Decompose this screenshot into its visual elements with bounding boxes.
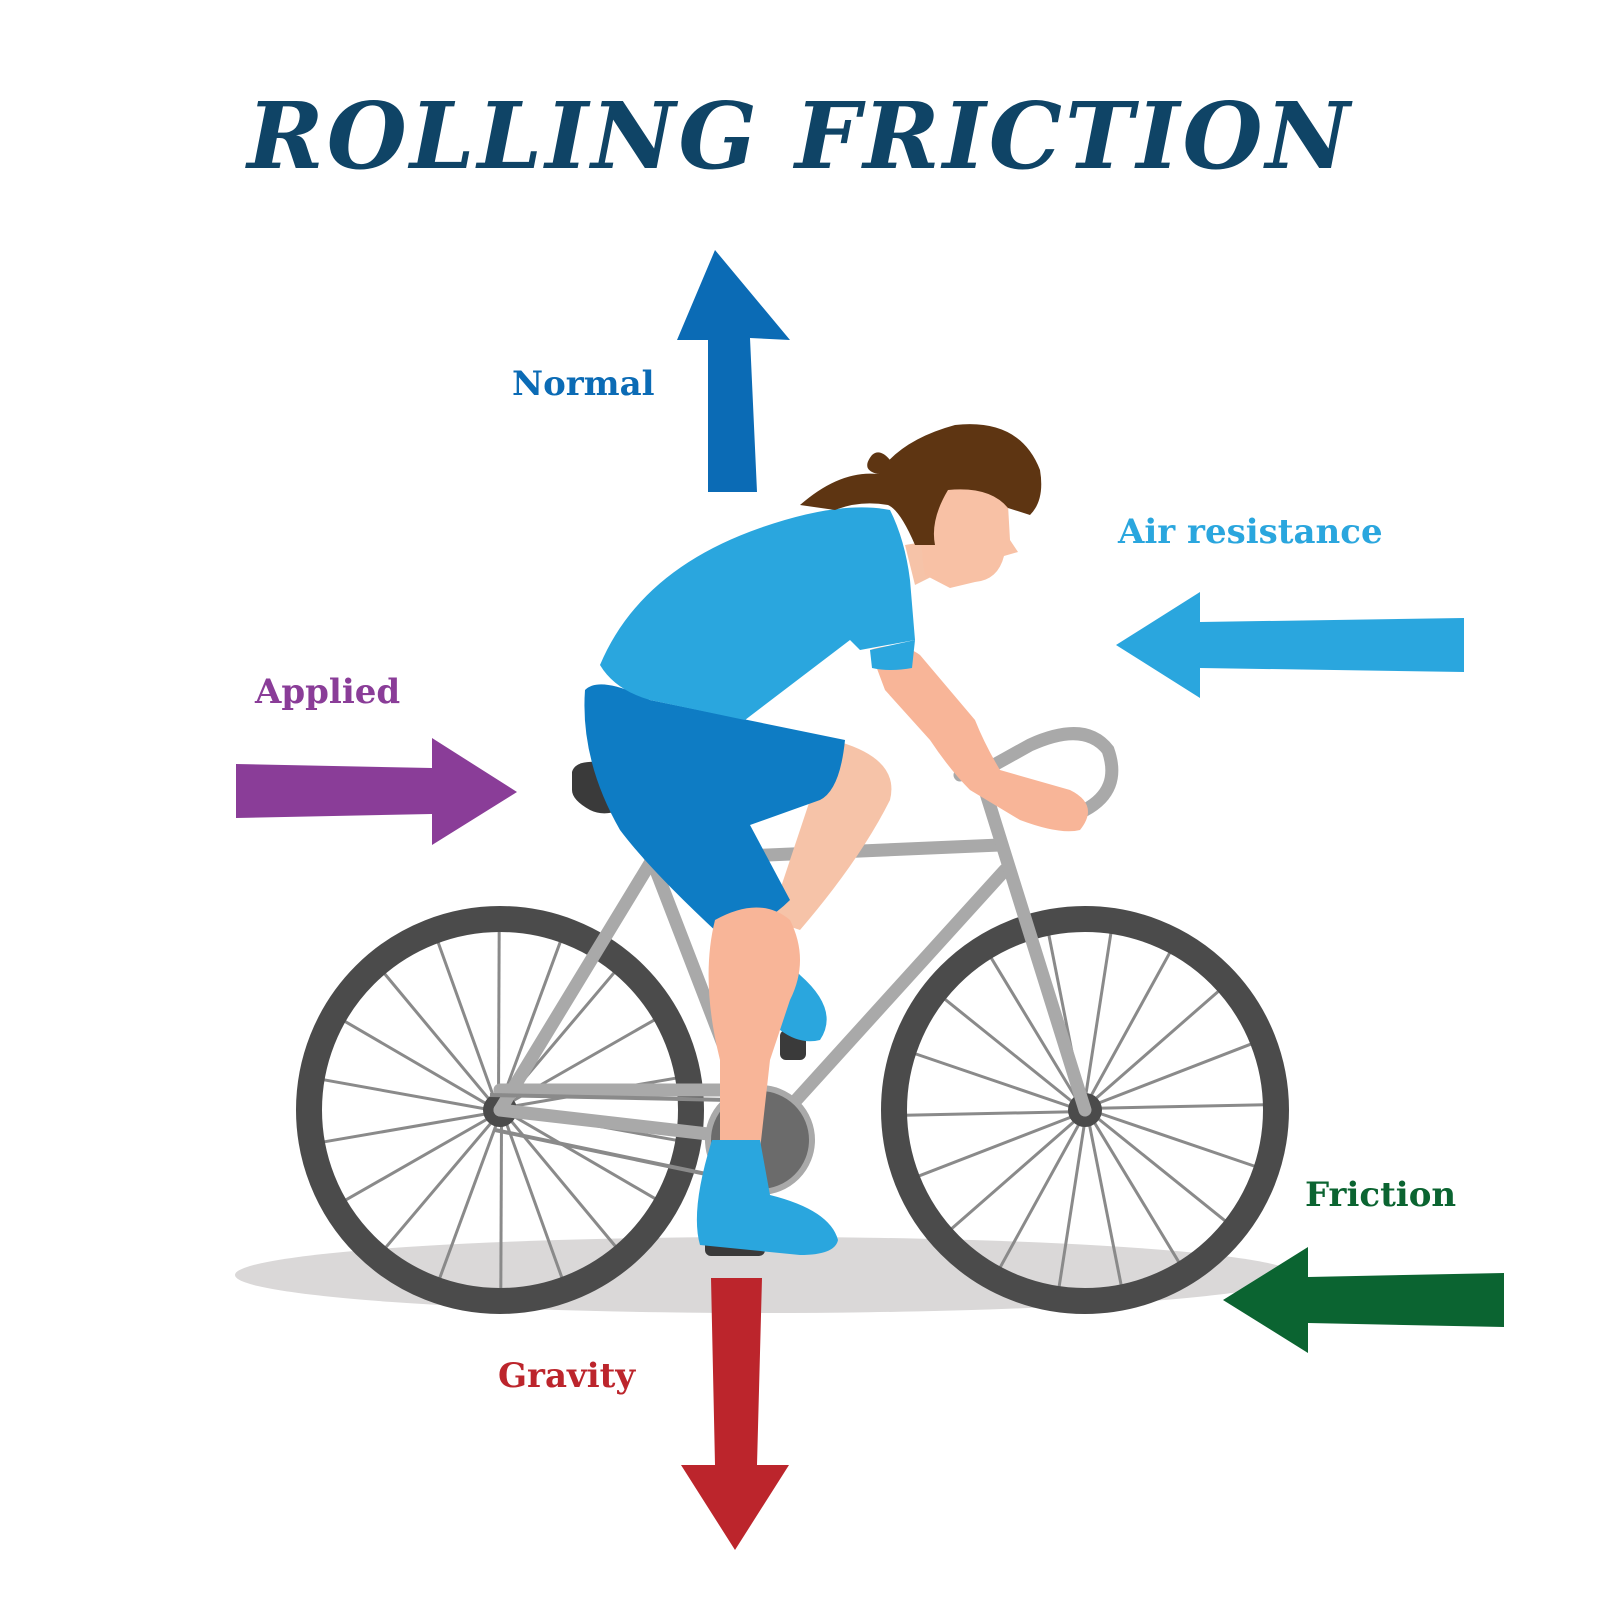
friction-force-arrow [1223,1247,1504,1353]
wheel-spoke [949,1117,1079,1231]
wheel-spoke [504,1120,564,1280]
wheel-spoke [499,1121,503,1291]
face [921,477,1018,588]
shorts [584,684,845,935]
air-resistance-force-arrow [1116,592,1464,698]
front-wheel [881,906,1289,1314]
wheel-spoke [322,1112,489,1144]
wheel-spoke [1087,1121,1123,1287]
wheel-spoke [383,1119,495,1250]
wheel-spoke [1088,950,1172,1100]
wheel-spoke [1083,931,1113,1099]
wheel-spoke [322,1078,489,1111]
diagram-title: ROLLING FRICTION [247,82,1353,190]
friction-force-label: Friction [1305,1175,1457,1215]
wheel-spoke [1096,1103,1265,1110]
wheel-spoke [382,971,493,1103]
wheel-spoke [913,1051,1074,1110]
wheel-spoke [343,1115,492,1203]
wheel-spoke [1096,1110,1257,1169]
wheel-spoke [436,940,496,1100]
wheel-spoke [1091,989,1221,1103]
front-shoe [696,1140,838,1255]
wheel-spoke [905,1110,1074,1117]
wheel-spoke [1091,1118,1181,1264]
cyclist [584,424,1088,1255]
arm [870,646,1088,832]
gravity-force-arrow [681,1278,789,1550]
applied-force-label: Applied [255,672,401,712]
gravity-force-label: Gravity [498,1356,636,1396]
wheel-spoke [342,1019,490,1107]
normal-force-label: Normal [512,364,655,404]
wheel-spoke [437,1121,499,1280]
wheel-spoke [510,1113,658,1201]
normal-force-arrow [677,250,790,492]
wheel-spoke [501,940,563,1099]
bicycle-frame [493,727,1119,1147]
air-resistance-force-label: Air resistance [1118,512,1383,552]
bicycle-chain [489,1093,736,1182]
applied-force-arrow [236,738,517,845]
shirt [600,507,915,720]
wheel-spoke [1094,1115,1228,1223]
wheel-spoke [942,997,1076,1105]
hair [800,424,1042,545]
wheel-spoke [989,956,1079,1102]
wheel-spoke [998,1120,1082,1270]
wheel-spoke [507,1117,618,1249]
wheel-spoke [1094,1042,1253,1106]
wheel-spoke [917,1114,1076,1178]
wheel-spoke [497,929,501,1099]
wheel-spoke [1057,1121,1087,1289]
